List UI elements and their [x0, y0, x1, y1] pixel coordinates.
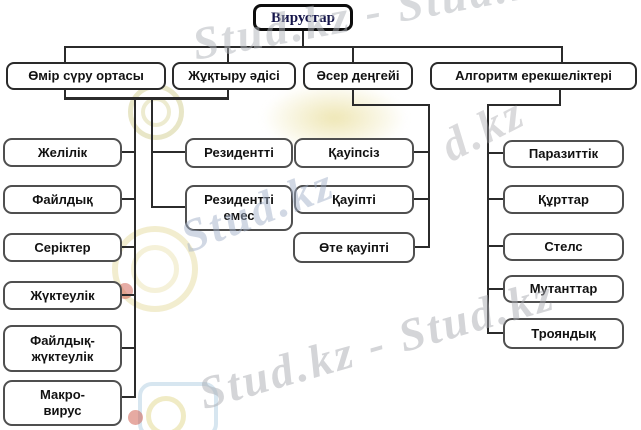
connector — [487, 104, 561, 106]
leaf-file: Файлдық — [3, 185, 122, 214]
leaf-trojan: Трояндық — [503, 318, 624, 349]
leaf-resident: Резидентті — [185, 138, 293, 168]
leaf-dangerous: Қауіпті — [294, 185, 414, 214]
watermark-text: Stud.kz - Stud.kz — [188, 0, 560, 70]
connector — [121, 198, 134, 200]
connector — [488, 288, 503, 290]
watermark-logo-dot-icon — [128, 410, 143, 425]
connector — [487, 104, 489, 334]
branch-algorithm-features: Алгоритм ерекшеліктері — [430, 62, 637, 90]
connector — [412, 198, 429, 200]
connector — [302, 31, 304, 46]
watermark-logo-rings-icon — [128, 84, 184, 140]
leaf-worms: Құрттар — [503, 185, 624, 214]
connector — [412, 151, 429, 153]
connector — [413, 246, 429, 248]
watermark-logo-frame-icon — [138, 382, 218, 430]
watermark-logo-rings-icon — [131, 245, 179, 293]
connector — [64, 46, 563, 48]
connector — [134, 97, 136, 398]
leaf-parasitic: Паразиттік — [503, 140, 624, 168]
leaf-non-resident: Резидентті емес — [185, 185, 293, 231]
connector — [227, 90, 229, 99]
branch-impact-level: Әсер деңгейі — [303, 62, 413, 90]
connector — [561, 46, 563, 62]
connector — [559, 90, 561, 106]
connector — [227, 46, 229, 62]
connector — [151, 151, 185, 153]
connector — [352, 46, 354, 62]
connector — [121, 396, 134, 398]
leaf-very-dangerous: Өте қауіпті — [293, 232, 415, 263]
branch-habitat: Өмір сүру ортасы — [6, 62, 166, 90]
leaf-harmless: Қауіпсіз — [294, 138, 414, 168]
connector — [121, 294, 134, 296]
leaf-companion: Серіктер — [3, 233, 122, 262]
connector — [488, 332, 503, 334]
connector — [488, 245, 503, 247]
leaf-macro-virus: Макро- вирус — [3, 380, 122, 426]
leaf-stealth: Стелс — [503, 233, 624, 261]
connector — [488, 152, 503, 154]
leaf-file-boot: Файлдық- жүктеулік — [3, 325, 122, 372]
branch-infection-method: Жұқтыру әдісі — [172, 62, 296, 90]
leaf-mutants: Мутанттар — [503, 275, 624, 303]
leaf-network: Желілік — [3, 138, 122, 167]
connector — [121, 246, 134, 248]
connector — [121, 347, 134, 349]
connector — [64, 46, 66, 62]
watermark-logo-rings-icon — [141, 97, 171, 127]
watermark-logo-rings-icon — [146, 396, 186, 430]
node-viruses-root: Вирустар — [253, 4, 353, 31]
connector — [428, 104, 430, 248]
watermark-logo-rings-icon — [112, 226, 198, 312]
connector — [121, 151, 134, 153]
connector — [488, 198, 503, 200]
connector — [64, 97, 229, 100]
leaf-boot: Жүктеулік — [3, 281, 122, 310]
connector — [64, 90, 66, 99]
connector — [151, 206, 185, 208]
connector — [352, 104, 430, 106]
